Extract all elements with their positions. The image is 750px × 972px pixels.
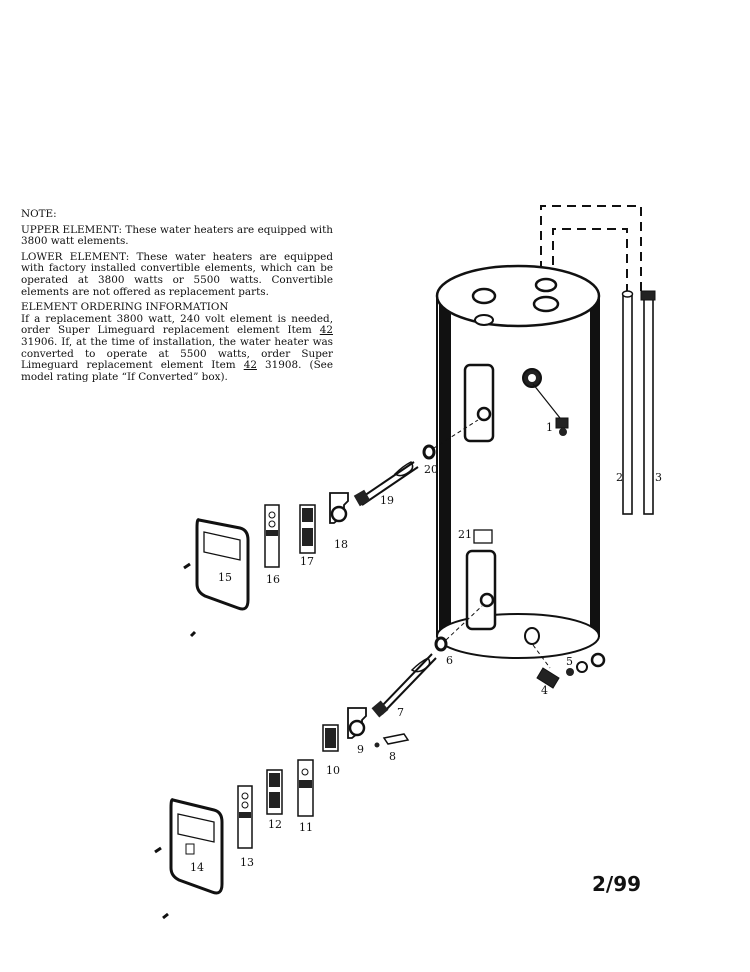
upper-element-paragraph: UPPER ELEMENT: These water heaters are e… [21, 223, 333, 248]
callout-15: 15 [218, 571, 232, 584]
callout-labels: 1 2 3 4 5 6 7 8 9 10 11 12 13 14 15 16 1… [190, 421, 662, 874]
callout-2: 2 [616, 471, 623, 484]
note-heading: NOTE: [21, 208, 333, 221]
gasket-part-20 [422, 419, 479, 460]
thermostat-part-11 [297, 759, 314, 817]
upper-element-text: These water heaters are equipped with 38… [21, 223, 333, 248]
ordering-heading: ELEMENT ORDERING INFORMATION [21, 301, 333, 314]
relief-valve-part-1 [532, 383, 569, 436]
callout-19: 19 [380, 494, 394, 507]
drain-valve-part-4 [532, 644, 560, 689]
callout-13: 13 [240, 856, 254, 869]
callout-16: 16 [266, 573, 280, 586]
callout-12: 12 [268, 818, 282, 831]
callout-21: 21 [458, 528, 472, 541]
upper-heating-element-part-19 [353, 461, 419, 507]
lower-element-text: These water heaters are equipped with fa… [21, 250, 333, 298]
callout-8: 8 [389, 750, 396, 763]
callout-5: 5 [566, 655, 573, 668]
page-number: 2/99 [592, 872, 642, 896]
ordering-text-1: If a replacement 3800 watt, 240 volt ele… [21, 312, 333, 337]
ordering-item-a: 42 [319, 324, 333, 337]
ordering-item-b: 42 [243, 359, 257, 372]
ordering-text-2: 31906. If, at the time of installation, … [21, 335, 333, 372]
note-heading-text: NOTE: [21, 208, 57, 220]
lower-heating-element-part-7 [371, 653, 437, 718]
thermostat-part-13 [237, 785, 253, 849]
callout-10: 10 [326, 764, 340, 777]
access-cover-part-14 [154, 798, 224, 920]
callout-17: 17 [300, 555, 314, 568]
ordering-text-3: 31908. (See model rating plate “If Conve… [21, 359, 333, 383]
lower-element-paragraph: LOWER ELEMENT: These water heaters are e… [21, 250, 333, 298]
dashed-piping [540, 205, 642, 295]
bracket-part-18 [329, 492, 349, 524]
ordering-heading-text: ELEMENT ORDERING INFORMATION [21, 301, 229, 314]
thermostat-part-17 [299, 504, 316, 554]
callout-4: 4 [541, 684, 548, 697]
water-heater-tank [435, 264, 601, 659]
access-cover-part-15 [183, 518, 250, 638]
callout-14: 14 [190, 861, 204, 874]
callout-9: 9 [357, 743, 364, 756]
pipe-2 [621, 290, 634, 515]
note-block: NOTE: UPPER ELEMENT: These water heaters… [21, 208, 333, 387]
callout-7: 7 [397, 706, 404, 719]
callout-20: 20 [424, 463, 438, 476]
lower-element-label: LOWER ELEMENT: [21, 250, 130, 263]
thermostat-part-16 [264, 504, 280, 568]
upper-element-label: UPPER ELEMENT: [21, 223, 122, 236]
callout-6: 6 [446, 654, 453, 667]
thermostat-part-12 [266, 769, 283, 815]
drain-parts-part-5 [566, 652, 606, 676]
callout-11: 11 [299, 821, 313, 834]
ordering-paragraph: If a replacement 3800 watt, 240 volt ele… [21, 312, 333, 384]
bracket-part-9 [347, 707, 367, 739]
callout-18: 18 [334, 538, 348, 551]
callout-3: 3 [655, 471, 662, 484]
pipe-3 [640, 290, 656, 515]
part-8 [374, 733, 410, 748]
callout-1: 1 [546, 421, 553, 434]
gasket-part-6 [434, 605, 483, 652]
thermostat-part-10 [322, 724, 339, 752]
